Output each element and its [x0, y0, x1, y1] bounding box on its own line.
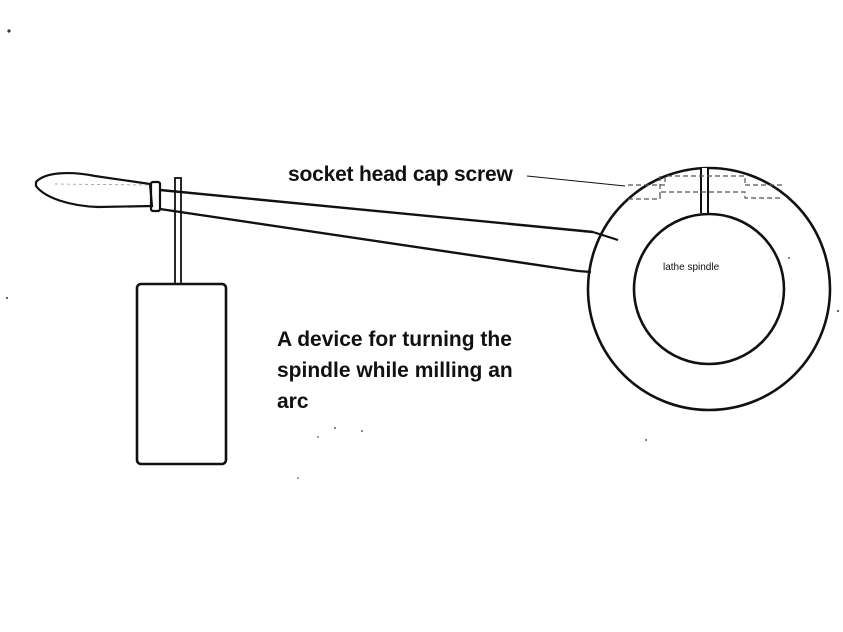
vertical-pin	[174, 177, 182, 285]
slit-gap	[702, 168, 707, 213]
screw-label: socket head cap screw	[288, 163, 513, 186]
caption-line: arc	[277, 390, 309, 413]
lever-arm-upper-edge	[592, 230, 619, 242]
lever-arm	[159, 188, 594, 273]
diagram-caption: A device for turning the spindle while m…	[277, 324, 552, 417]
handle-centerline	[54, 183, 149, 186]
handle-ferrule	[149, 180, 162, 213]
screw-hidden-lines	[628, 175, 782, 200]
handle-grip-icon	[34, 171, 154, 209]
weight-block	[135, 282, 228, 466]
spindle-label: lathe spindle	[663, 262, 720, 273]
scan-specks	[6, 29, 839, 479]
caption-line: spindle while milling an	[277, 359, 513, 382]
caption-line: A device for turning the	[277, 328, 512, 351]
screw-leader-line	[526, 175, 626, 187]
spindle-bore	[632, 212, 786, 366]
